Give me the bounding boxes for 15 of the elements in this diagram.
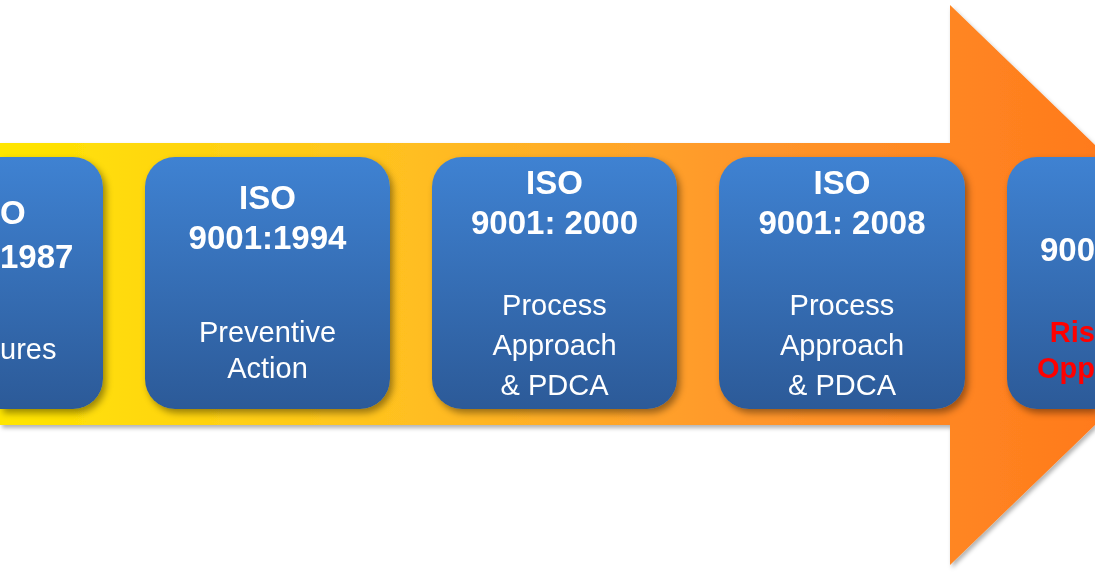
milestone-card [1007, 157, 1095, 409]
milestone-description: Process Approach & PDCA [492, 288, 617, 403]
version-title: O 1987 [0, 193, 74, 277]
version-title: ISO 9001: 2000 [471, 163, 638, 243]
version-title: ISO 9001:1994 [188, 178, 347, 258]
milestone-description: Preventive Action [199, 315, 336, 386]
milestone-card [719, 157, 965, 409]
milestone-card [0, 157, 103, 409]
version-title: ISO 9001: 2008 [758, 163, 926, 243]
milestone-description: Ris Opp [1037, 315, 1095, 386]
milestone-description: Process Approach & PDCA [779, 288, 905, 403]
milestone-card [145, 157, 390, 409]
milestone-card [432, 157, 677, 409]
milestone-description: ures [0, 332, 57, 367]
version-title: 900 [1039, 230, 1095, 270]
